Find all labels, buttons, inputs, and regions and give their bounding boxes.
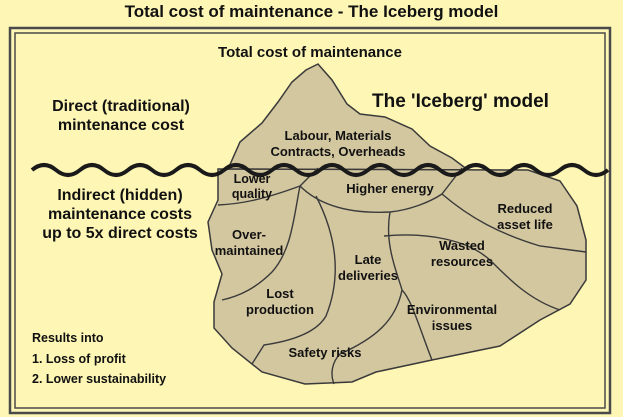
indirect-line-1: Indirect (hidden) <box>57 187 183 204</box>
diagram-title: Total cost of maintenance <box>218 44 402 61</box>
iceberg-tip <box>226 63 471 171</box>
direct-line-2: mintenance cost <box>57 117 185 135</box>
segment-environmental-issues: Environmental issues <box>392 302 512 333</box>
segment-over-maintained: Over- maintained <box>204 227 294 258</box>
page-title: Total cost of maintenance - The Iceberg … <box>124 2 499 21</box>
lower-quality-line-1: Lower <box>233 172 271 186</box>
lost-production-line-1: Lost <box>266 286 294 301</box>
wasted-line-1: Wasted <box>439 238 485 253</box>
divider-late-right <box>331 211 403 385</box>
wasted-line-2: resources <box>430 253 494 269</box>
segment-safety-risks: Safety risks <box>288 345 362 360</box>
divider-wasted <box>383 234 561 311</box>
late-deliveries-line-1: Late <box>354 252 382 267</box>
results-title: Results into <box>32 331 104 345</box>
outer-frame <box>8 26 612 415</box>
segment-lower-quality: Lower quality <box>212 172 292 202</box>
segment-wasted-resources: Wasted resources <box>412 238 512 269</box>
over-maintained-line-2: maintained <box>214 242 284 258</box>
model-label: The 'Iceberg' model <box>372 91 549 112</box>
reduced-asset-line-2: asset life <box>497 216 553 232</box>
late-deliveries-line-2: deliveries <box>338 267 398 283</box>
indirect-line-3: up to 5x direct costs <box>42 225 198 243</box>
result-item: 1. Loss of profit <box>32 352 126 366</box>
segment-higher-energy: Higher energy <box>346 181 434 196</box>
segment-late-deliveries: Late deliveries <box>328 252 408 283</box>
result-item: 2. Lower sustainability <box>32 372 167 386</box>
segment-lost-production: Lost production <box>230 286 330 317</box>
lost-production-line-2: production <box>246 301 314 317</box>
divider-reduced-asset <box>441 193 587 253</box>
segment-reduced-asset-life: Reduced asset life <box>470 201 580 232</box>
over-maintained-line-1: Over- <box>232 227 266 242</box>
above-water-label: Labour, Materials Contracts, Overheads <box>248 128 428 159</box>
divider-late-left <box>251 195 336 365</box>
reduced-asset-line-1: Reduced <box>497 201 553 216</box>
direct-cost-label: Direct (traditional) mintenance cost <box>26 97 216 135</box>
divider-over-maintained <box>221 185 301 301</box>
indirect-line-2: maintenance costs <box>47 206 193 224</box>
water-line <box>30 163 610 177</box>
above-line-1: Labour, Materials <box>284 128 392 143</box>
environmental-line-1: Environmental <box>406 302 498 317</box>
above-line-2: Contracts, Overheads <box>270 143 406 159</box>
inner-frame <box>14 32 606 409</box>
divider-environmental <box>401 289 433 361</box>
divider-lower-quality <box>217 167 319 206</box>
environmental-line-2: issues <box>431 317 473 333</box>
indirect-cost-label: Indirect (hidden) maintenance costs up t… <box>20 186 220 244</box>
direct-line-1: Direct (traditional) <box>52 98 190 115</box>
lower-quality-line-2: quality <box>231 187 273 201</box>
